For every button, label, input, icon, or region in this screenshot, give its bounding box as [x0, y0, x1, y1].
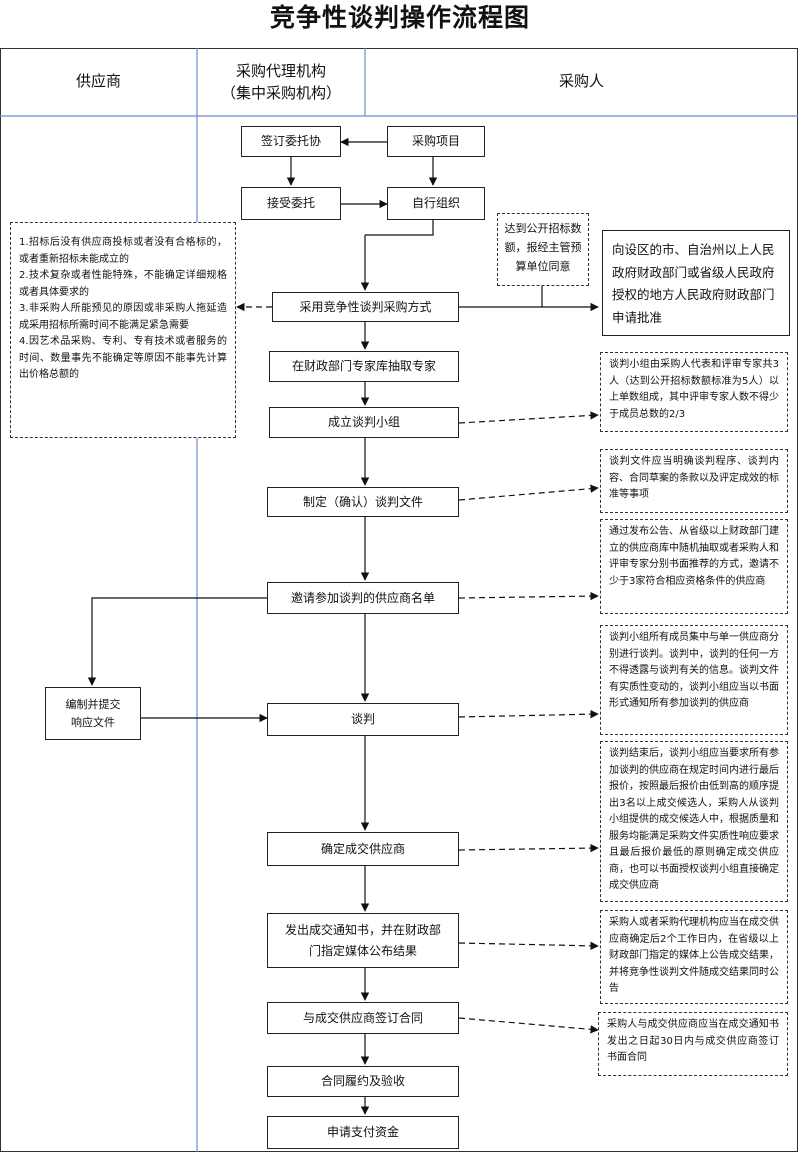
- arrow-notice-to-note: [458, 941, 599, 951]
- draw-experts-box: 在财政部门专家库抽取专家: [269, 351, 459, 382]
- flowchart-frame: [0, 48, 798, 1152]
- condition-item: 3.非采购人所能预见的原因或非采购人拖延造成采用招标所需时间不能满足紧急需要: [19, 303, 227, 331]
- form-team-box: 成立谈判小组: [269, 407, 459, 438]
- page-title: 竞争性谈判操作流程图: [269, 3, 530, 32]
- self-organize-box: 自行组织: [387, 187, 485, 220]
- submit-response-box: 编制并提交 响应文件: [45, 687, 141, 740]
- threshold-note: 达到公开招标数额，报经主管预算单位同意: [497, 213, 589, 286]
- notice-note: 采购人或者采购代理机构应当在成交供应商确定后2个工作日内，在省级以上财政部门指定…: [600, 910, 788, 1004]
- arrow-determine-to-note: [458, 843, 599, 853]
- arrow-docs-to-note: [458, 484, 599, 501]
- determine-note: 谈判结束后，谈判小组应当要求所有参加谈判的供应商在规定时间内进行最后报价，按照最…: [600, 741, 788, 902]
- contract-note: 采购人与成交供应商应当在成交通知书发出之日起30日内与成交供应商签订书面合同: [598, 1012, 788, 1076]
- negotiate-note: 谈判小组所有成员集中与单一供应商分别进行谈判。谈判中，谈判的任何一方不得透露与谈…: [600, 625, 788, 735]
- arrow-invite-to-note: [458, 591, 599, 601]
- negotiate-box: 谈判: [267, 703, 459, 736]
- apply-payment-box: 申请支付资金: [267, 1116, 459, 1149]
- docs-note: 谈判文件应当明确谈判程序、谈判内容、合同草案的条款以及评定成效的标准等事项: [600, 449, 788, 513]
- arrow-contract-to-note: [458, 1017, 599, 1034]
- column-header-agency-line1: 采购代理机构: [235, 62, 326, 80]
- condition-item: 1.招标后没有供应商投标或者没有合格标的，或者重新招标未能成立的: [19, 237, 227, 265]
- condition-item: 2.技术复杂或者性能特殊，不能确定详细规格或者具体要求的: [19, 270, 227, 298]
- column-header-agency: 采购代理机构 （集中采购机构）: [197, 60, 365, 104]
- column-header-supplier: 供应商: [75, 72, 121, 90]
- invite-list-box: 邀请参加谈判的供应商名单: [267, 582, 459, 614]
- arrow-negotiate-to-note: [458, 709, 599, 719]
- condition-item: 4.因艺术品采购、专利、专有技术或者服务的时间、数量事先不能确定等原因不能事先计…: [19, 336, 227, 380]
- determine-supplier-box: 确定成交供应商: [267, 832, 459, 866]
- submit-response-line1: 编制并提交: [65, 697, 121, 711]
- invite-note: 通过发布公告、从省级以上财政部门建立的供应商库中随机抽取或者采购人和评审专家分别…: [600, 519, 788, 614]
- perform-accept-box: 合同履约及验收: [267, 1066, 459, 1097]
- column-header-agency-line2: （集中采购机构）: [220, 84, 341, 102]
- arrow-team-to-note: [458, 411, 599, 424]
- make-docs-box: 制定（确认）谈判文件: [267, 487, 459, 517]
- submit-response-line2: 响应文件: [71, 715, 115, 729]
- column-header-purchaser: 采购人: [558, 72, 604, 90]
- notice-box-line1: 发出成交通知书，并在财政部: [284, 922, 441, 937]
- approval-box: 向设区的市、自治州以上人民政府财政部门或省级人民政府授权的地方人民政府财政部门申…: [602, 230, 790, 336]
- arrow-invite-to-submit: [87, 597, 269, 686]
- line-self-down: [365, 220, 434, 236]
- notice-box-line2: 门指定媒体公布结果: [308, 943, 417, 958]
- accept-entrust-box: 接受委托: [241, 187, 341, 220]
- sign-contract-box: 与成交供应商签订合同: [267, 1002, 459, 1034]
- conditions-note: 1.招标后没有供应商投标或者没有合格标的，或者重新招标未能成立的 2.技术复杂或…: [10, 222, 236, 438]
- sign-entrust-box: 签订委托协: [241, 126, 341, 157]
- project-box: 采购项目: [387, 126, 485, 157]
- notice-box: 发出成交通知书，并在财政部 门指定媒体公布结果: [267, 913, 459, 968]
- team-note: 谈判小组由采购人代表和评审专家共3人（达到公开招标数额标准为5人）以上单数组成，…: [600, 352, 788, 432]
- adopt-method-box: 采用竞争性谈判采购方式: [272, 292, 459, 322]
